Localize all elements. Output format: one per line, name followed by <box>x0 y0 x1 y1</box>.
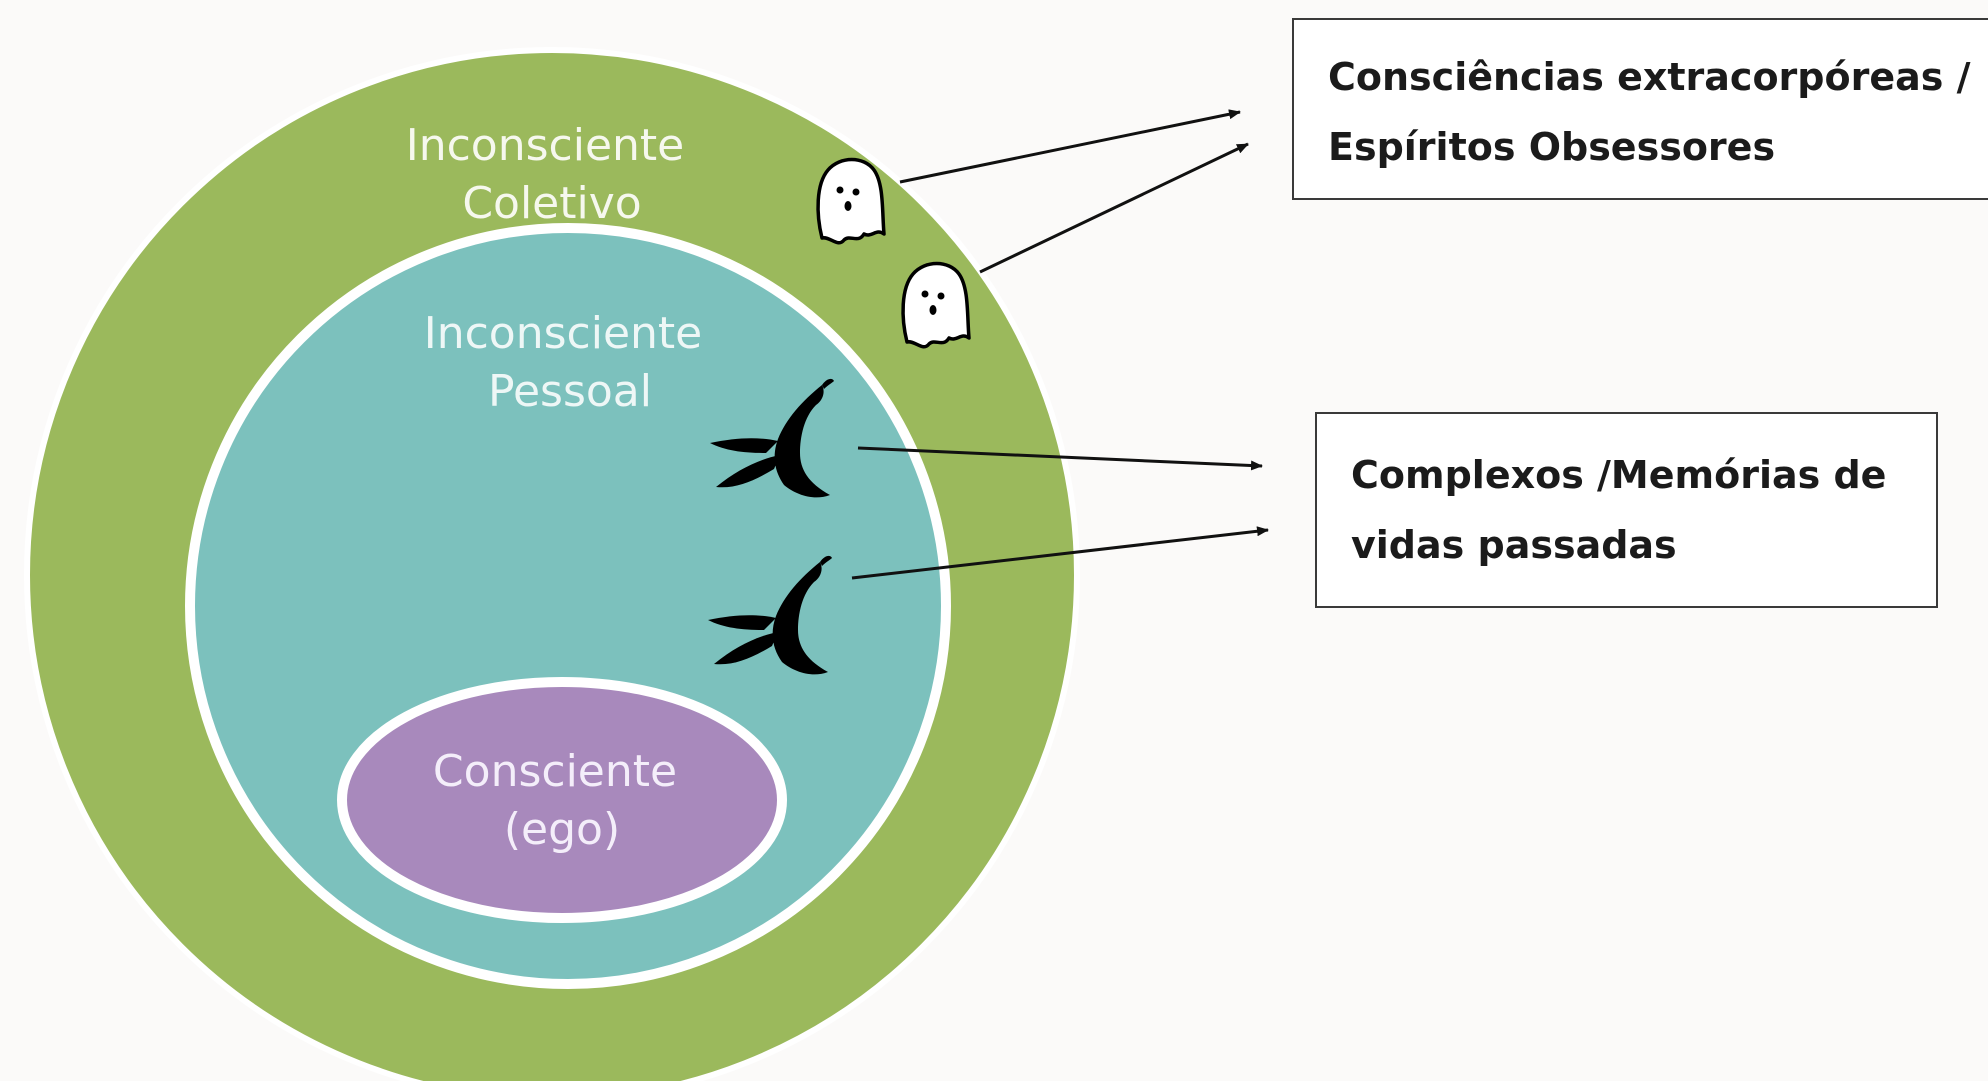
collective-label: Inconsciente Coletivo <box>406 120 698 229</box>
arrow-banana1-to-complexes <box>857 446 1263 471</box>
spirits-annotation-line2: Espíritos Obsessores <box>1328 125 1776 169</box>
spirits-annotation-line1: Consciências extracorpóreas / <box>1328 55 1971 99</box>
complexes-annotation-line2: vidas passadas <box>1351 523 1677 567</box>
conscious-ego-ellipse <box>337 677 787 923</box>
arrow-banana2-to-complexes <box>851 526 1269 580</box>
conscious-label: Consciente (ego) <box>433 746 691 855</box>
complexes-annotation-line1: Complexos /Memórias de <box>1351 453 1887 497</box>
arrow-ghost1-to-spirits <box>899 109 1241 184</box>
arrow-ghost2-to-spirits <box>979 142 1249 274</box>
complexes-annotation-box: Complexos /Memórias de vidas passadas <box>1315 412 1938 608</box>
personal-label: Inconsciente Pessoal <box>424 308 716 417</box>
spirits-annotation-box: Consciências extracorpóreas / Espíritos … <box>1292 18 1988 200</box>
ghost-icon <box>901 261 971 349</box>
banana-peel-icon <box>710 378 834 498</box>
ghost-icon <box>816 157 886 245</box>
banana-peel-icon <box>708 555 832 675</box>
